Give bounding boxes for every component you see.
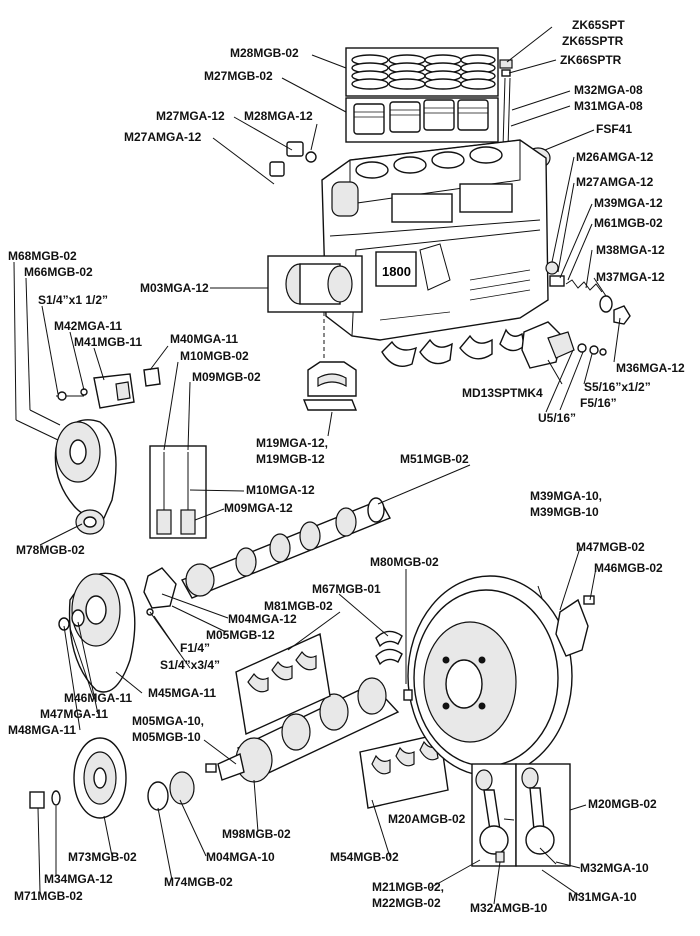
cam-bearings-drawing — [267, 255, 363, 360]
crank-pulley-drawing — [29, 737, 127, 819]
label-m27amga12-right: M27AMGA-12 — [576, 175, 654, 189]
label-m80mgb02: M80MGB-02 — [370, 555, 439, 569]
label-m61mgb02: M61MGB-02 — [594, 216, 663, 230]
label-f5-16: F5/16” — [580, 396, 617, 410]
label-m19mga12: M19MGA-12, — [256, 436, 328, 450]
label-m32mga10: M32MGA-10 — [580, 861, 649, 875]
label-m09mga12: M09MGA-12 — [224, 501, 293, 515]
block-casting-mark: 1800 — [382, 264, 411, 279]
label-s1-4x1-1-2: S1/4”x1 1/2” — [38, 293, 108, 307]
label-m28mgb02: M28MGB-02 — [230, 46, 299, 60]
label-m42mga11: M42MGA-11 — [54, 319, 122, 333]
label-m34mga12: M34MGA-12 — [44, 872, 113, 886]
label-m81mgb02: M81MGB-02 — [264, 599, 333, 613]
cam-thrust-plate-drawing — [143, 567, 177, 609]
label-m28mga12: M28MGA-12 — [244, 109, 313, 123]
head-stud-drawing — [499, 59, 513, 149]
label-m68mgb02: M68MGB-02 — [8, 249, 77, 263]
main-bearing-cap-drawing — [302, 361, 358, 411]
label-m32amgb10: M32AMGB-10 — [470, 901, 548, 915]
label-s5-16x1-2: S5/16”x1/2” — [584, 380, 651, 394]
thrust-washers-drawing — [375, 630, 403, 666]
label-m26amga12: M26AMGA-12 — [576, 150, 654, 164]
label-md13sptmk4: MD13SPTMK4 — [462, 386, 543, 400]
label-m27mgb02: M27MGB-02 — [204, 69, 273, 83]
label-m27amga12-top: M27AMGA-12 — [124, 130, 202, 144]
label-s1-4x3-4: S1/4”x3/4” — [160, 658, 220, 672]
label-m73mgb02: M73MGB-02 — [68, 850, 137, 864]
label-m45mga11: M45MGA-11 — [148, 686, 216, 700]
label-m36mga12: M36MGA-12 — [616, 361, 685, 375]
label-m09mgb02: M09MGB-02 — [192, 370, 261, 384]
label-m04mga12: M04MGA-12 — [228, 612, 297, 626]
label-zk65spt: ZK65SPT — [572, 18, 625, 32]
flywheel-lock-plate-drawing — [537, 585, 595, 657]
oil-pump-drawing — [521, 321, 607, 369]
chain-tensioner-drawing — [56, 367, 161, 409]
label-m31mga10: M31MGA-10 — [568, 890, 637, 904]
label-m47mga11: M47MGA-11 — [40, 707, 108, 721]
label-m66mgb02: M66MGB-02 — [24, 265, 93, 279]
label-m47mgb02: M47MGB-02 — [576, 540, 645, 554]
timing-chain-lower-drawing — [58, 572, 136, 693]
label-m27mga12: M27MGA-12 — [156, 109, 225, 123]
label-m22mgb02: M22MGB-02 — [372, 896, 441, 910]
flywheel-ring-gear-drawing — [403, 575, 573, 777]
label-m78mgb02: M78MGB-02 — [16, 543, 85, 557]
gallery-plug-drawing — [269, 141, 317, 177]
label-m67mgb01: M67MGB-01 — [312, 582, 381, 596]
label-m19mgb12: M19MGB-12 — [256, 452, 325, 466]
label-m71mgb02: M71MGB-02 — [14, 889, 83, 903]
label-m20amgb02: M20AMGB-02 — [388, 812, 466, 826]
camshaft-drawing — [181, 497, 391, 599]
label-u5-16: U5/16” — [538, 411, 576, 425]
crank-sprocket-drawing — [147, 763, 217, 811]
part-labels: ZK65SPT ZK65SPTR ZK66SPTR M28MGB-02 M27M… — [8, 18, 685, 915]
connecting-rod-drawing — [471, 763, 571, 867]
label-m46mgb02: M46MGB-02 — [594, 561, 663, 575]
timing-chain-upper-drawing — [54, 419, 117, 535]
label-m04mga10: M04MGA-10 — [206, 850, 275, 864]
label-zk66sptr: ZK66SPTR — [560, 53, 622, 67]
main-bearing-shells-drawing — [381, 328, 525, 367]
label-m48mga11: M48MGA-11 — [8, 723, 76, 737]
leader-lines — [13, 26, 621, 905]
big-end-bearings-drawing — [235, 632, 331, 736]
label-m39mga10: M39MGA-10, — [530, 489, 602, 503]
main-bearings-set-drawing — [359, 733, 449, 809]
label-m05mgb10: M05MGB-10 — [132, 730, 201, 744]
label-m39mgb10: M39MGB-10 — [530, 505, 599, 519]
label-m10mgb02: M10MGB-02 — [180, 349, 249, 363]
label-m98mgb02: M98MGB-02 — [222, 827, 291, 841]
label-m32mga08: M32MGA-08 — [574, 83, 643, 97]
label-zk65sptr: ZK65SPTR — [562, 34, 624, 48]
piston-rings-set-drawing — [345, 47, 499, 97]
pistons-set-drawing — [345, 97, 499, 143]
label-m39mga12: M39MGA-12 — [594, 196, 663, 210]
tappets-drawing — [149, 445, 207, 539]
label-m05mgb12: M05MGB-12 — [206, 628, 275, 642]
label-m51mgb02: M51MGB-02 — [400, 452, 469, 466]
label-f1-4: F1/4” — [180, 641, 210, 655]
label-fsf41: FSF41 — [596, 122, 632, 136]
label-m20mgb02: M20MGB-02 — [588, 797, 657, 811]
label-m38mga12: M38MGA-12 — [596, 243, 665, 257]
label-m46mga11: M46MGA-11 — [64, 691, 132, 705]
label-m54mgb02: M54MGB-02 — [330, 850, 399, 864]
label-m40mga11: M40MGA-11 — [170, 332, 238, 346]
label-m37mga12: M37MGA-12 — [596, 270, 665, 284]
label-m31mga08: M31MGA-08 — [574, 99, 643, 113]
label-m05mga10: M05MGA-10, — [132, 714, 204, 728]
label-m74mgb02: M74MGB-02 — [164, 875, 233, 889]
label-m10mga12: M10MGA-12 — [246, 483, 315, 497]
label-m03mga12: M03MGA-12 — [140, 281, 209, 295]
label-m41mgb11: M41MGB-11 — [74, 335, 142, 349]
label-m21mgb02: M21MGB-02, — [372, 880, 444, 894]
crankshaft-drawing — [217, 677, 400, 783]
